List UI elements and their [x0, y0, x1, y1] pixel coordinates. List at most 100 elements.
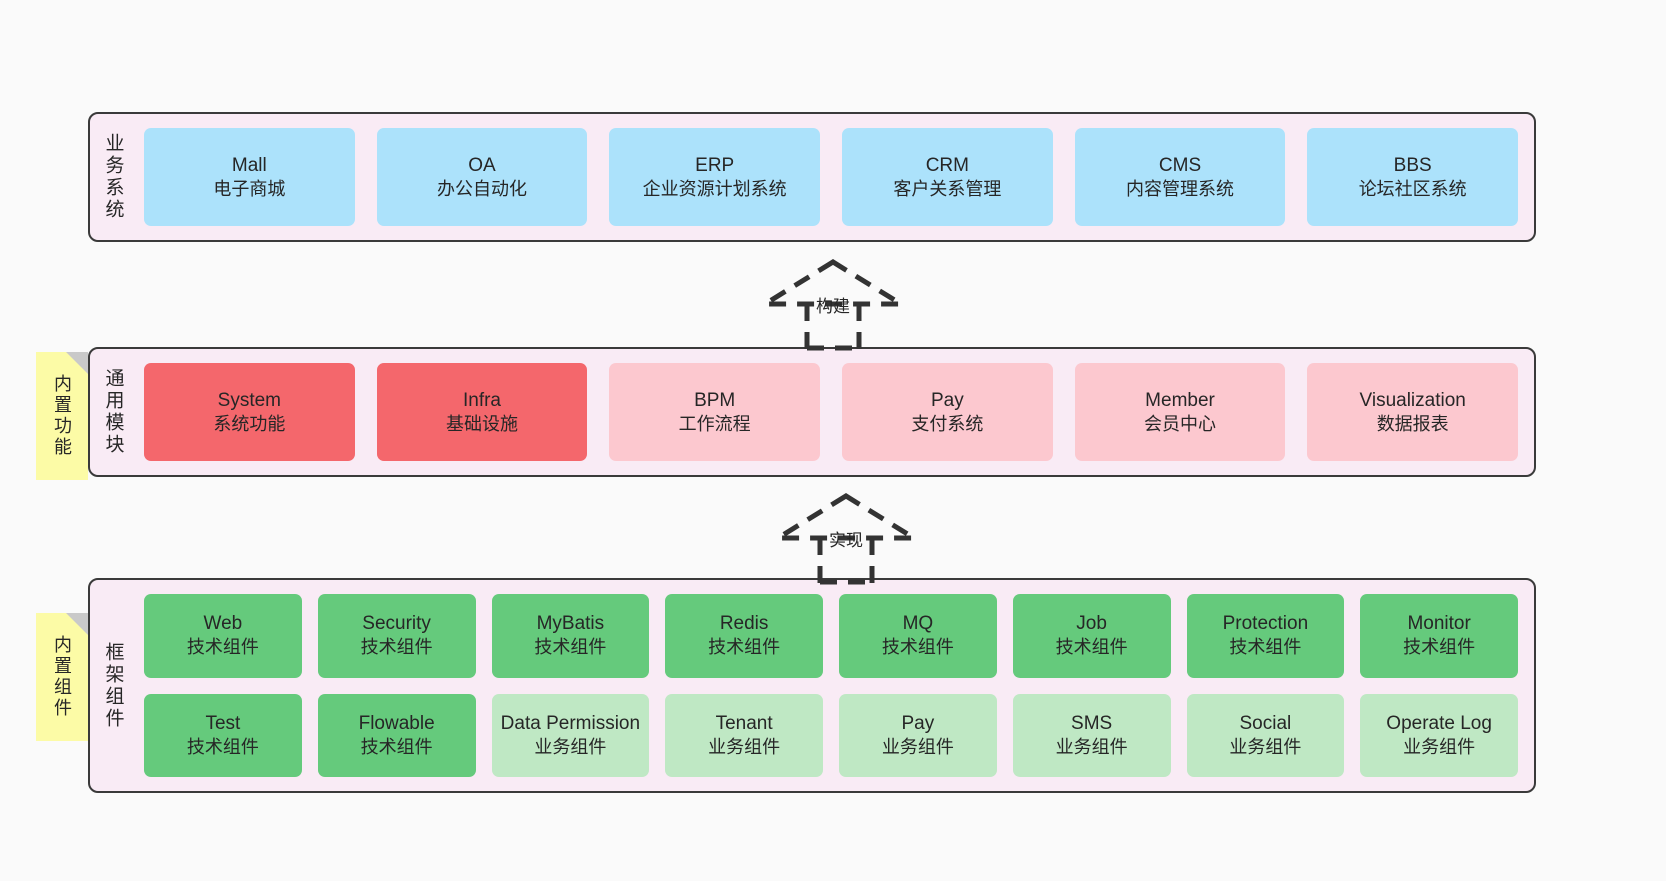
module-card-system[interactable]: System 系统功能 — [144, 363, 355, 461]
component-title: Redis — [719, 613, 769, 635]
component-card-redis[interactable]: Redis 技术组件 — [665, 594, 823, 678]
module-title: System — [217, 389, 282, 411]
component-card-protection[interactable]: Protection 技术组件 — [1186, 594, 1345, 678]
component-subtitle: 技术组件 — [1403, 637, 1476, 658]
module-title: Mall — [231, 154, 267, 176]
component-subtitle: 技术组件 — [360, 637, 433, 658]
component-subtitle: 技术组件 — [1229, 637, 1302, 658]
sticky-note-builtin-features: 内置功能 — [36, 352, 88, 480]
component-title: Web — [203, 613, 243, 635]
connector-implement-glyph — [769, 493, 923, 585]
layer-label-business-systems: 业务系统 — [102, 133, 124, 221]
component-card-pay[interactable]: Pay 业务组件 — [839, 693, 997, 777]
module-title: Infra — [462, 389, 502, 411]
component-subtitle: 技术组件 — [881, 637, 954, 658]
layer-label-common-modules: 通用模块 — [102, 368, 124, 456]
component-card-monitor[interactable]: Monitor 技术组件 — [1360, 594, 1518, 678]
component-card-sms[interactable]: SMS 业务组件 — [1012, 693, 1171, 777]
component-title: Security — [362, 613, 431, 635]
component-title: Flowable — [358, 712, 435, 734]
module-subtitle: 企业资源计划系统 — [642, 178, 787, 199]
module-subtitle: 论坛社区系统 — [1358, 178, 1467, 199]
module-card-bbs[interactable]: BBS 论坛社区系统 — [1307, 128, 1519, 226]
component-subtitle: 技术组件 — [534, 637, 607, 658]
sticky-note-label: 内置组件 — [52, 635, 72, 719]
layer-body-common-modules: System 系统功能 Infra 基础设施 BPM 工作流程 Pay 支付系统… — [136, 349, 1534, 475]
component-title: MQ — [902, 613, 934, 635]
module-title: BPM — [694, 389, 736, 411]
component-card-security[interactable]: Security 技术组件 — [317, 594, 476, 678]
module-card-pay[interactable]: Pay 支付系统 — [842, 363, 1053, 461]
component-card-mq[interactable]: MQ 技术组件 — [839, 594, 997, 678]
component-subtitle: 业务组件 — [1403, 736, 1476, 757]
module-card-bpm[interactable]: BPM 工作流程 — [609, 363, 821, 461]
component-subtitle: 业务组件 — [1055, 736, 1128, 757]
component-card-web[interactable]: Web 技术组件 — [144, 594, 302, 678]
component-card-mybatis[interactable]: MyBatis 技术组件 — [491, 594, 650, 678]
layer-row: Mall 电子商城 OA 办公自动化 ERP 企业资源计划系统 CRM 客户关系… — [144, 128, 1519, 226]
module-subtitle: 办公自动化 — [437, 178, 527, 199]
connector-build-glyph — [756, 259, 910, 351]
layer-label-framework-components: 框架组件 — [102, 641, 124, 730]
component-card-operate-log[interactable]: Operate Log 业务组件 — [1360, 693, 1518, 777]
module-subtitle: 系统功能 — [213, 413, 286, 434]
module-card-erp[interactable]: ERP 企业资源计划系统 — [609, 128, 821, 226]
component-card-tenant[interactable]: Tenant 业务组件 — [665, 693, 823, 777]
module-title: Member — [1145, 389, 1215, 411]
component-title: MyBatis — [536, 613, 605, 635]
module-title: OA — [468, 154, 496, 176]
component-card-test[interactable]: Test 技术组件 — [144, 693, 302, 777]
module-title: CRM — [925, 154, 969, 176]
module-subtitle: 基础设施 — [446, 413, 518, 434]
component-subtitle: 业务组件 — [708, 736, 781, 757]
module-card-visualization[interactable]: Visualization 数据报表 — [1307, 363, 1519, 461]
module-card-cms[interactable]: CMS 内容管理系统 — [1074, 128, 1286, 226]
component-title: Job — [1076, 613, 1107, 635]
sticky-note-builtin-components: 内置组件 — [36, 613, 88, 741]
component-subtitle: 技术组件 — [708, 637, 781, 658]
component-title: SMS — [1071, 712, 1113, 734]
module-subtitle: 内容管理系统 — [1126, 178, 1235, 199]
component-title: Social — [1239, 712, 1292, 734]
component-subtitle: 业务组件 — [1229, 736, 1302, 757]
component-subtitle: 业务组件 — [881, 736, 954, 757]
component-subtitle: 业务组件 — [534, 736, 607, 757]
layer-framework-components: 框架组件 Web 技术组件 Security 技术组件 MyBatis 技术组件… — [88, 578, 1536, 793]
component-card-data-permission[interactable]: Data Permission 业务组件 — [491, 693, 650, 777]
module-card-member[interactable]: Member 会员中心 — [1074, 363, 1286, 461]
module-subtitle: 支付系统 — [911, 413, 984, 434]
module-subtitle: 数据报表 — [1376, 413, 1449, 434]
module-subtitle: 会员中心 — [1144, 413, 1217, 434]
sticky-note-label: 内置功能 — [52, 374, 72, 458]
component-title: Pay — [901, 712, 935, 734]
module-title: BBS — [1393, 154, 1432, 176]
component-title: Operate Log — [1386, 712, 1492, 734]
module-title: CMS — [1158, 154, 1202, 176]
layer-body-framework-components: Web 技术组件 Security 技术组件 MyBatis 技术组件 Redi… — [136, 580, 1534, 791]
module-card-oa[interactable]: OA 办公自动化 — [376, 128, 588, 226]
component-subtitle: 技术组件 — [186, 736, 259, 757]
component-subtitle: 技术组件 — [1055, 637, 1128, 658]
sticky-fold-icon — [66, 352, 88, 374]
module-title: ERP — [695, 154, 735, 176]
component-title: Test — [205, 712, 241, 734]
connector-build: 构建 — [756, 258, 910, 351]
module-subtitle: 工作流程 — [678, 413, 751, 434]
component-card-flowable[interactable]: Flowable 技术组件 — [317, 693, 476, 777]
component-title: Protection — [1222, 613, 1309, 635]
component-card-job[interactable]: Job 技术组件 — [1012, 594, 1171, 678]
component-title: Data Permission — [500, 712, 641, 734]
module-title: Pay — [930, 389, 964, 411]
component-card-social[interactable]: Social 业务组件 — [1186, 693, 1345, 777]
layer-row: Web 技术组件 Security 技术组件 MyBatis 技术组件 Redi… — [144, 594, 1518, 678]
module-title: Visualization — [1359, 389, 1466, 411]
layer-common-modules: 通用模块 System 系统功能 Infra 基础设施 BPM 工作流程 Pay… — [88, 347, 1536, 477]
module-card-crm[interactable]: CRM 客户关系管理 — [842, 128, 1053, 226]
layer-body-business-systems: Mall 电子商城 OA 办公自动化 ERP 企业资源计划系统 CRM 客户关系… — [136, 114, 1534, 240]
sticky-fold-icon — [66, 613, 88, 635]
module-card-mall[interactable]: Mall 电子商城 — [144, 128, 355, 226]
module-subtitle: 电子商城 — [213, 178, 286, 199]
module-card-infra[interactable]: Infra 基础设施 — [376, 363, 588, 461]
layer-business-systems: 业务系统 Mall 电子商城 OA 办公自动化 ERP 企业资源计划系统 CRM… — [88, 112, 1536, 242]
